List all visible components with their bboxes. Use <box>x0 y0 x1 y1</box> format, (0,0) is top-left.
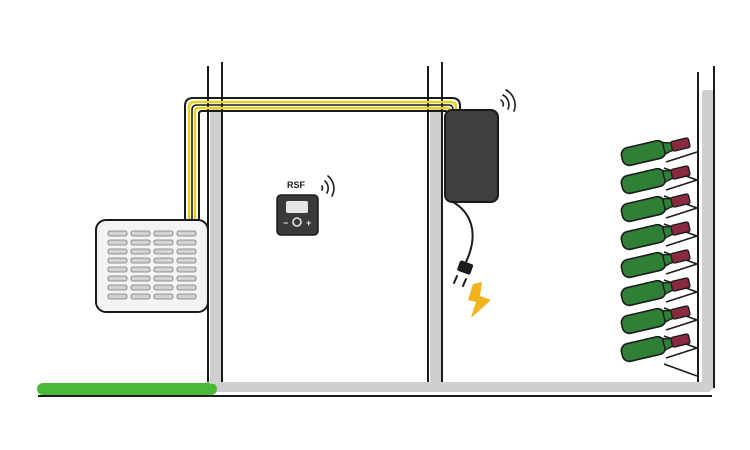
condenser-grille <box>107 230 197 300</box>
grille-slot <box>107 275 128 282</box>
grille-slot <box>176 239 197 246</box>
grille-slot <box>153 248 174 255</box>
wine-bottle <box>620 221 691 251</box>
grille-slot <box>176 248 197 255</box>
thermostat-icon: RSF − + <box>276 180 319 236</box>
grille-slot <box>153 293 174 300</box>
grille-slot <box>107 293 128 300</box>
grille-slot <box>107 230 128 237</box>
grille-slot <box>153 284 174 291</box>
floor-slab <box>205 382 710 392</box>
rack-bar <box>665 291 698 303</box>
grass-strip <box>37 383 217 395</box>
refrigerant-pipes <box>184 97 461 226</box>
grille-slot <box>176 293 197 300</box>
thermostat-minus: − <box>283 218 288 228</box>
lightning-bolt-icon <box>468 282 491 318</box>
wine-bottle <box>620 277 691 307</box>
wine-bottle <box>620 165 691 195</box>
wifi-signal-icon <box>500 89 516 112</box>
wifi-signal-icon <box>321 175 335 197</box>
thermostat-label: RSF <box>287 180 306 190</box>
wine-bottle <box>620 137 691 167</box>
wine-bottle <box>620 249 691 279</box>
grille-slot <box>107 266 128 273</box>
grille-slot <box>176 275 197 282</box>
grille-slot <box>130 230 151 237</box>
rack-bar <box>665 179 698 191</box>
wall-middle <box>427 62 443 384</box>
grille-slot <box>153 257 174 264</box>
grille-slot <box>153 230 174 237</box>
grille-slot <box>176 257 197 264</box>
power-plug-icon <box>453 260 474 287</box>
grille-slot <box>153 239 174 246</box>
grille-slot <box>130 275 151 282</box>
grille-slot <box>176 284 197 291</box>
wine-bottle <box>620 305 691 335</box>
power-cable <box>452 201 474 263</box>
rack-bar <box>665 319 698 331</box>
rack-bar <box>665 347 698 359</box>
rack-bar <box>665 263 698 275</box>
grille-slot <box>130 248 151 255</box>
grille-slot <box>130 239 151 246</box>
controller-box <box>444 109 499 203</box>
wall-left <box>207 62 223 384</box>
wine-bottle <box>620 193 691 223</box>
rack-bar <box>665 235 698 247</box>
grille-slot <box>107 239 128 246</box>
grille-slot <box>130 284 151 291</box>
thermostat-plus: + <box>306 218 311 228</box>
rack-bar <box>663 363 698 377</box>
grille-slot <box>107 248 128 255</box>
wine-rack <box>620 137 698 377</box>
rack-bar <box>665 151 698 163</box>
grille-slot <box>176 266 197 273</box>
grille-slot <box>130 293 151 300</box>
wall-right <box>697 66 715 390</box>
rack-bar <box>665 207 698 219</box>
grille-slot <box>153 266 174 273</box>
grille-slot <box>107 284 128 291</box>
wine-bottle <box>620 333 691 363</box>
grille-slot <box>107 257 128 264</box>
grille-slot <box>130 266 151 273</box>
condenser-unit <box>95 219 209 313</box>
grille-slot <box>153 275 174 282</box>
grille-slot <box>176 230 197 237</box>
grille-slot <box>130 257 151 264</box>
